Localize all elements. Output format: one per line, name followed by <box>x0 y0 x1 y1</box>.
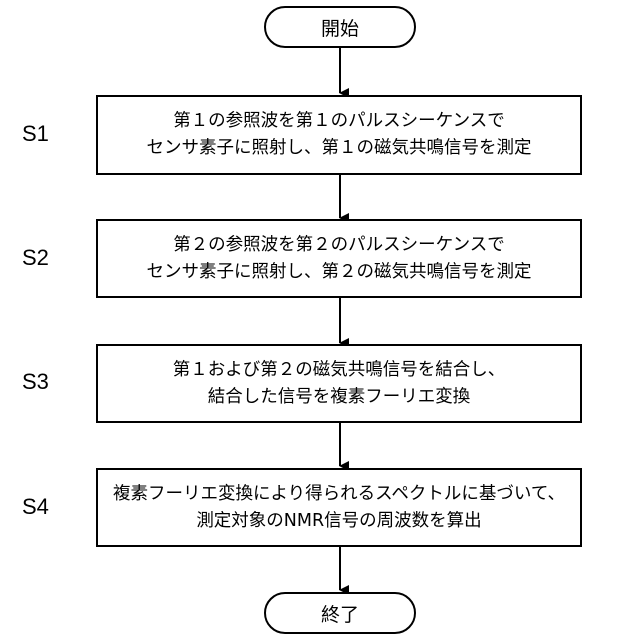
step-label-s4: S4 <box>22 494 49 520</box>
end-label: 終了 <box>321 600 359 627</box>
step-s2-line-1: 第２の参照波を第２のパルスシーケンスで <box>173 232 505 259</box>
step-s1-line-1: 第１の参照波を第１のパルスシーケンスで <box>173 108 505 135</box>
step-s3-line-1: 第１および第２の磁気共鳴信号を結合し、 <box>173 357 506 384</box>
step-label-s3: S3 <box>22 369 49 395</box>
step-s3-line-2: 結合した信号を複素フーリエ変換 <box>208 384 471 411</box>
step-label-s2: S2 <box>22 245 49 271</box>
step-label-s1: S1 <box>22 121 49 147</box>
step-box-s2: 第２の参照波を第２のパルスシーケンスで センサ素子に照射し、第２の磁気共鳴信号を… <box>96 219 582 298</box>
step-box-s4: 複素フーリエ変換により得られるスペクトルに基づいて、 測定対象のNMR信号の周波… <box>96 468 582 547</box>
end-terminal: 終了 <box>264 592 416 634</box>
step-s2-line-2: センサ素子に照射し、第２の磁気共鳴信号を測定 <box>147 259 532 286</box>
start-terminal: 開始 <box>264 6 416 48</box>
step-box-s1: 第１の参照波を第１のパルスシーケンスで センサ素子に照射し、第１の磁気共鳴信号を… <box>96 95 582 175</box>
step-s1-line-2: センサ素子に照射し、第１の磁気共鳴信号を測定 <box>147 135 532 162</box>
step-box-s3: 第１および第２の磁気共鳴信号を結合し、 結合した信号を複素フーリエ変換 <box>96 344 582 423</box>
step-s4-line-2: 測定対象のNMR信号の周波数を算出 <box>196 508 481 535</box>
start-label: 開始 <box>321 14 359 41</box>
step-s4-line-1: 複素フーリエ変換により得られるスペクトルに基づいて、 <box>113 481 565 508</box>
